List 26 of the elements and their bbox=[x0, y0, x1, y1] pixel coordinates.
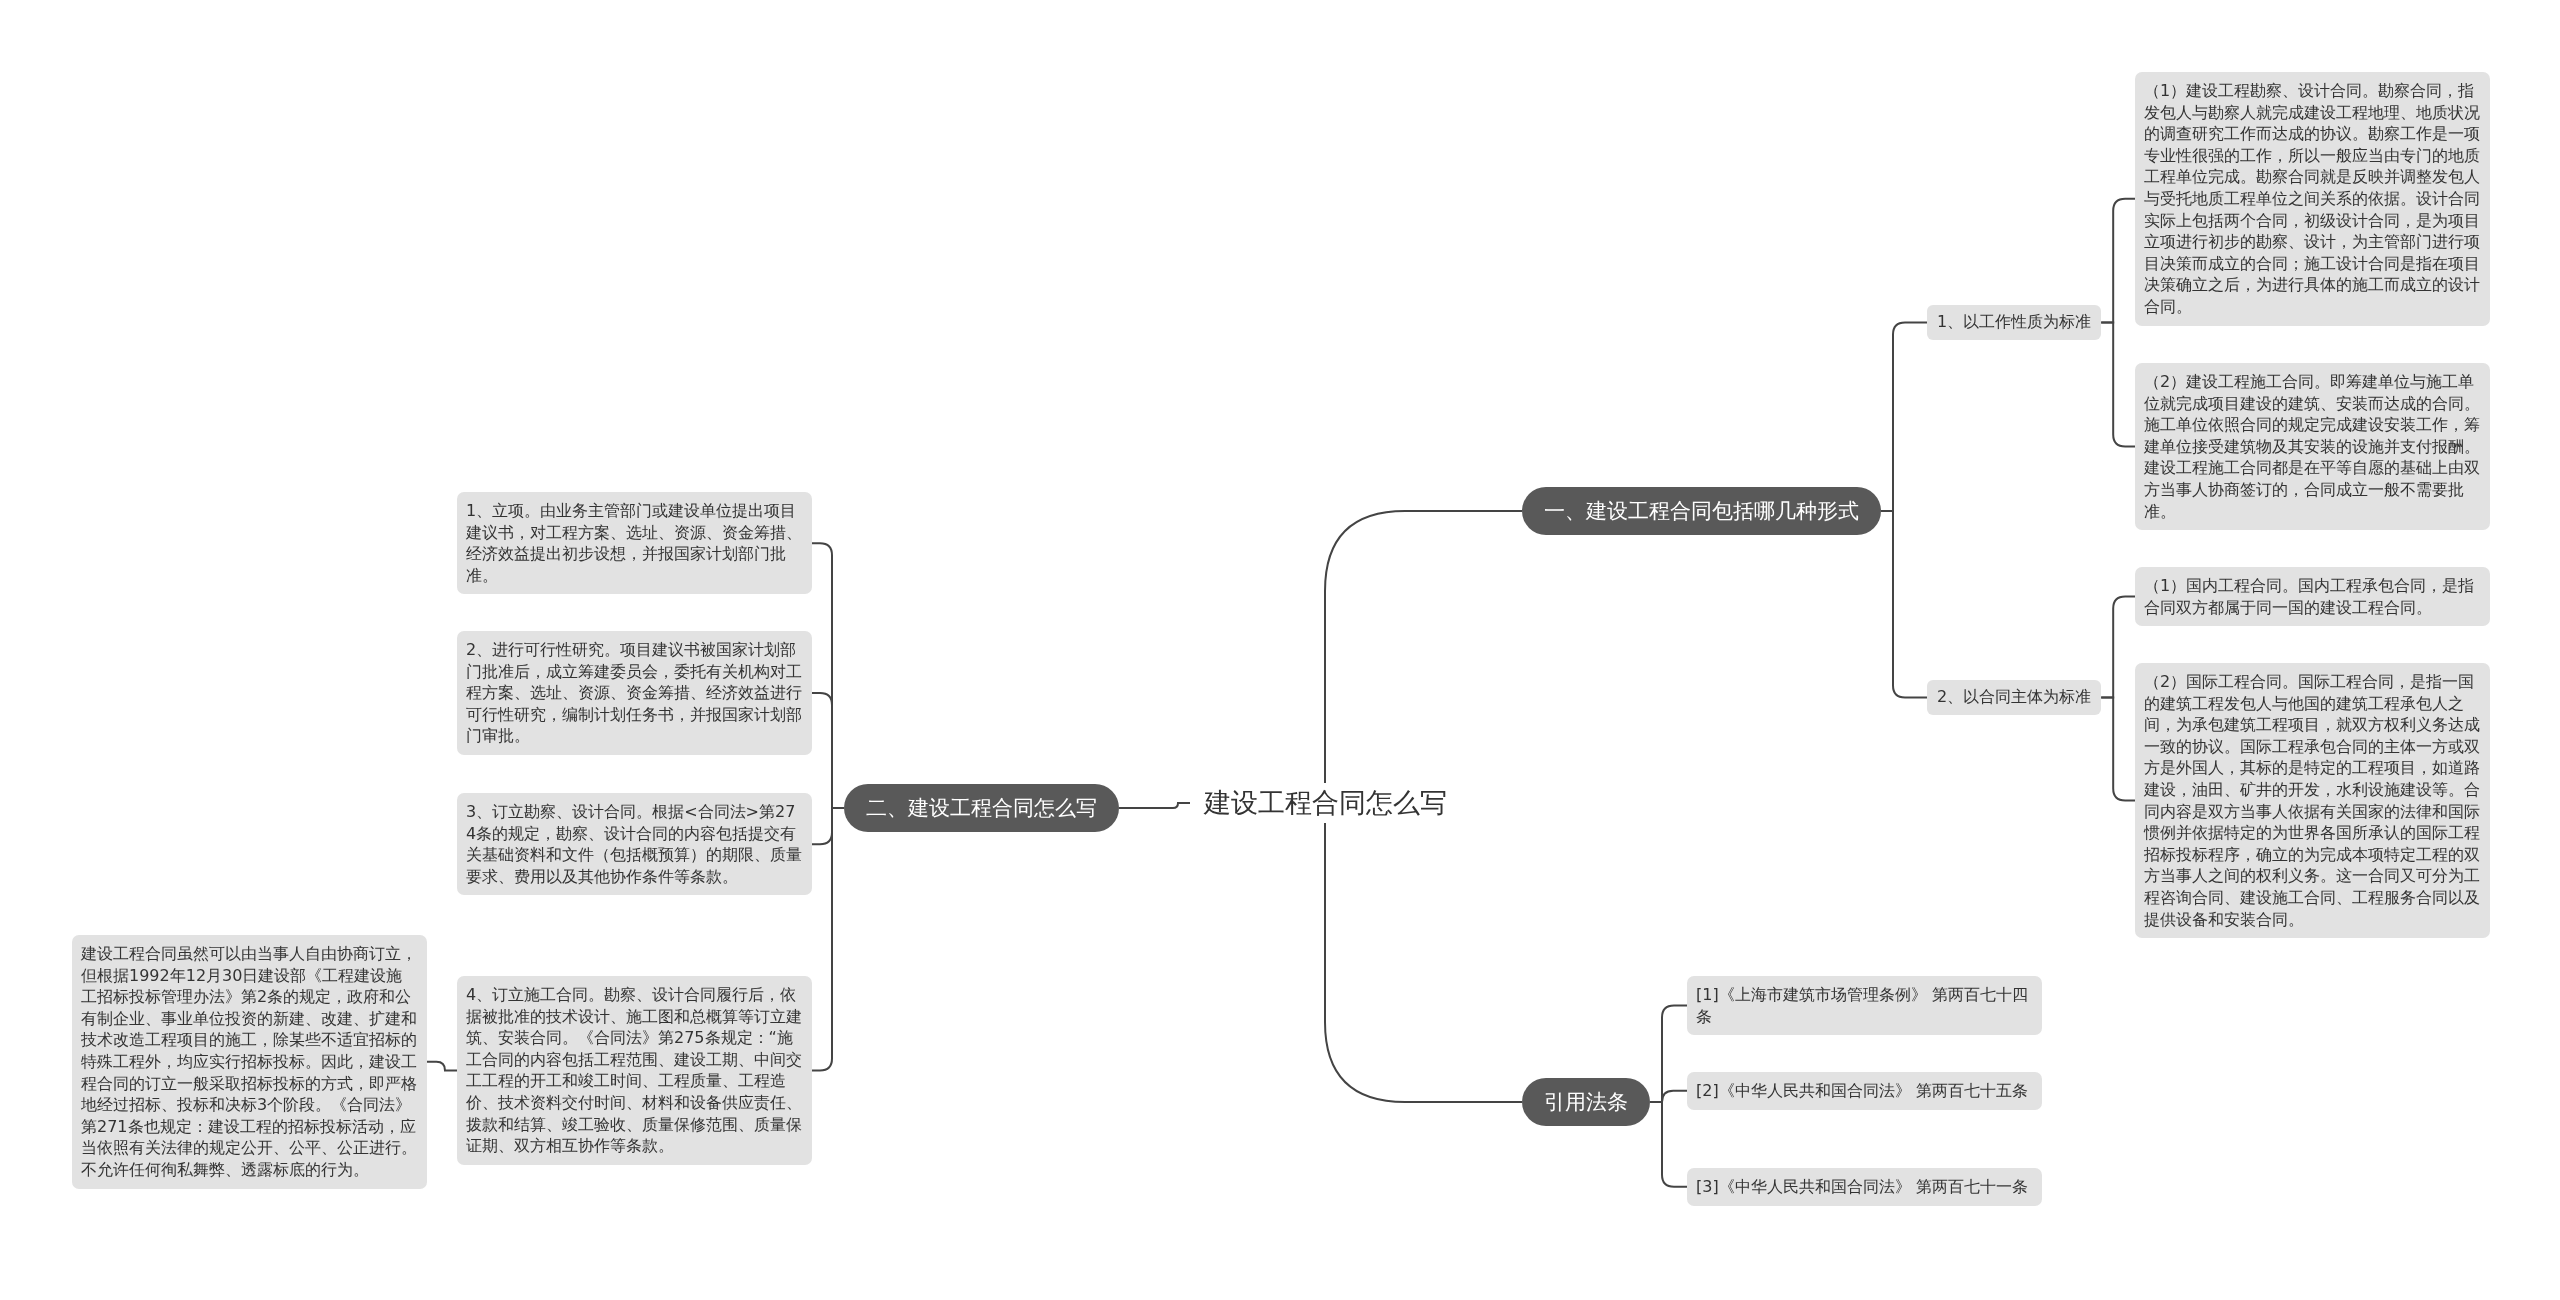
text-card: 建设工程合同虽然可以由当事人自由协商订立，但根据1992年12月30日建设部《工程建设施工招标投标管理办法》第2条的规定，政府和公有制企业、事业单位投资的新建、改建、扩建和技术改造工程项目的施工，除某些不适宜招标的特殊工程外，均应实行招标投标。因此，建设工程合同的订立一般采取招标投标的方式，即严格地经过招标、投标和决标3个阶段。《合同法》第271条也规定：建设工程的招标投标活动，应当依照有关法律的规定公开、公平、公正进行。不允许任何徇私舞弊、透露标底的行为。 bbox=[72, 935, 427, 1189]
subtopic-label: 1、以工作性质为标准 bbox=[1927, 305, 2102, 340]
connector bbox=[2100, 321, 2136, 448]
text-card: 1、立项。由业务主管部门或建设单位提出项目建议书，对工程方案、选址、资源、资金筹措、经济效益提出初步设想，并报国家计划部门批准。 bbox=[457, 492, 812, 595]
text-card: （2）建设工程施工合同。即筹建单位与施工单位就完成项目建设的建筑、安装而达成的合同。施工单位依照合同的规定完成建设安装工作，筹建单位接受建筑物及其安装的设施并支付报酬。建设工程施工合同都是在平等自愿的基础上由双方当事人协商签订的，合同成立一般不需要批准。 bbox=[2135, 363, 2490, 531]
connector bbox=[1118, 802, 1191, 809]
connector bbox=[811, 807, 845, 1072]
text-card: 3、订立勘察、设计合同。根据<合同法>第274条的规定，勘察、设计合同的内容包括提交有关基础资料和文件（包括概预算）的期限、质量要求、费用以及其他协作条件等条款。 bbox=[457, 793, 812, 896]
connector bbox=[1324, 822, 1523, 1103]
text-card: （1）国内工程合同。国内工程承包合同，是指合同双方都属于同一国的建设工程合同。 bbox=[2135, 567, 2490, 627]
text-card: [1]《上海市建筑市场管理条例》 第两百七十四条 bbox=[1687, 976, 2042, 1036]
text-card: 2、进行可行性研究。项目建议书被国家计划部门批准后，成立筹建委员会，委托有关机构对工程方案、选址、资源、资金筹措、经济效益进行可行性研究，编制计划任务书，并报国家计划部门审批。 bbox=[457, 631, 812, 755]
connector bbox=[2100, 696, 2136, 802]
text-card: [3]《中华人民共和国合同法》 第两百七十一条 bbox=[1687, 1168, 2042, 1206]
branch-topic: 引用法条 bbox=[1522, 1078, 1650, 1126]
text-card: 4、订立施工合同。勘察、设计合同履行后，依据被批准的技术设计、施工图和总概算等订立建筑、安装合同。《合同法》第275条规定：“施工合同的内容包括工程范围、建设工期、中间交工工程的开工和竣工时间、工程质量、工程造价、技术资料交付时间、材料和设备供应责任、拨款和结算、竣工验收、质量保修范围、质量保证期、双方相互协作等条款。 bbox=[457, 976, 812, 1165]
central-topic: 建设工程合同怎么写 bbox=[1190, 783, 1460, 823]
subtopic-label: 2、以合同主体为标准 bbox=[1927, 680, 2102, 715]
text-card: （1）建设工程勘察、设计合同。勘察合同，指发包人与勘察人就完成建设工程地理、地质状况的调查研究工作而达成的协议。勘察工作是一项专业性很强的工作，所以一般应当由专门的地质工程单位完成。勘察合同就是反映并调整发包人与受托地质工程单位之间关系的依据。设计合同实际上包括两个合同，初级设计合同，是为项目立项进行初步的勘察、设计，为主管部门进行项目决策而成立的合同；施工设计合同是指在项目决策确立之后，为进行具体的施工而成立的设计合同。 bbox=[2135, 72, 2490, 326]
branch-topic: 二、建设工程合同怎么写 bbox=[844, 784, 1119, 832]
connector bbox=[426, 1060, 458, 1072]
text-card: [2]《中华人民共和国合同法》 第两百七十五条 bbox=[1687, 1072, 2042, 1110]
connector bbox=[1880, 510, 1928, 699]
text-card: （2）国际工程合同。国际工程合同，是指一国的建筑工程发包人与他国的建筑工程承包人之间，为承包建筑工程项目，就双方权利义务达成一致的协议。国际工程承包合同的主体一方或双方是外国人，其标的是特定的工程项目，如道路建设，油田、矿井的开发，水利设施建设等。合同内容是双方当事人依据有关国家的法律和国际惯例并依据特定的为世界各国所承认的国际工程招标投标程序，确立的为完成本项特定工程的双方当事人之间的权利义务。这一合同又可分为工程咨询合同、建设施工合同、工程服务合同以及提供设备和安装合同。 bbox=[2135, 663, 2490, 939]
branch-topic: 一、建设工程合同包括哪几种形式 bbox=[1522, 487, 1881, 535]
connector bbox=[1324, 510, 1523, 784]
